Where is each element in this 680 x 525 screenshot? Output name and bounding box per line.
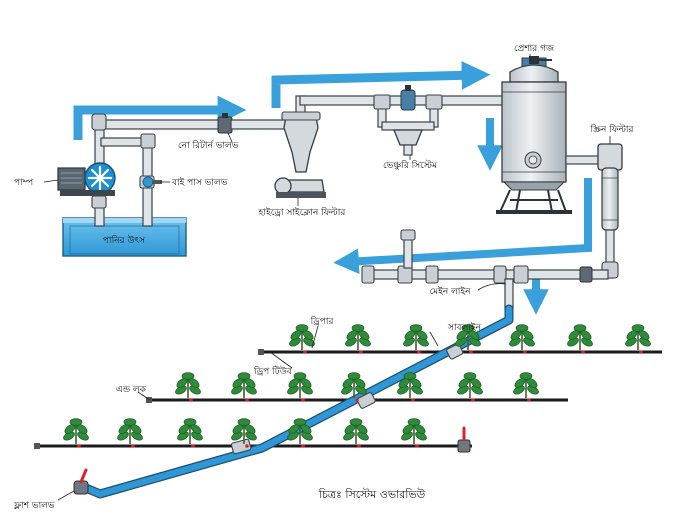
dripper-icon: [301, 444, 305, 448]
non-return-valve: [217, 113, 233, 134]
bypass-valve-label: বাই পাস ভালভ: [171, 177, 228, 188]
plant-icon: [231, 372, 257, 402]
flush-valve-label: ফ্লাশ ভালভ: [13, 501, 55, 511]
venturi-system-label: ভেঞ্চুরি সিস্টেম: [383, 159, 438, 171]
diagram-caption: চিত্রঃ সিস্টেম ওভারভিউ: [318, 488, 426, 501]
flow-arrow-icon: [333, 178, 592, 275]
plant-icon: [177, 418, 203, 448]
dripper-icon: [191, 444, 195, 448]
plant-icon: [567, 324, 593, 354]
plants: [63, 324, 651, 448]
plant-icon: [63, 418, 89, 448]
pipes-tank-to-screen: [565, 155, 603, 165]
plant-icon: [457, 372, 483, 402]
plant-icon: [455, 324, 481, 354]
dripper-icon: [355, 398, 359, 402]
dripper-icon: [471, 398, 475, 402]
plant-icon: [401, 418, 427, 448]
plant-icon: [625, 324, 651, 354]
valve-icon: [79, 468, 88, 484]
bypass-valve: [142, 176, 162, 188]
filter-tank: [496, 57, 572, 214]
dripper-icon: [303, 350, 307, 354]
main-line-label: মেইন লাইন: [430, 286, 472, 297]
water-source-label: পানির উৎস: [103, 234, 146, 246]
dripper-label: ড্রিপার: [310, 316, 335, 327]
dripper-icon: [245, 444, 249, 448]
plant-icon: [403, 324, 429, 354]
hydrocyclone-filter: [274, 111, 326, 198]
dripper-icon: [357, 444, 361, 448]
plant-icon: [513, 372, 539, 402]
pressure-gauge-label: প্রেশার গজ: [514, 44, 555, 54]
dripper-icon: [189, 398, 193, 402]
flow-arrows: [73, 60, 592, 315]
pump-label: পাম্প: [14, 178, 34, 188]
dripper-icon: [359, 350, 363, 354]
plant-icon: [287, 372, 313, 402]
dripper-icon: [77, 444, 81, 448]
dripper-icon: [301, 398, 305, 402]
leader-lines: [43, 54, 611, 501]
dripper-icon: [245, 398, 249, 402]
end-lock: [146, 397, 152, 403]
flush-valve: [73, 468, 89, 495]
dripper-icon: [411, 398, 415, 402]
screen-filter: [597, 143, 623, 279]
drip-tube-label: ড্রিপ টিউব: [253, 365, 293, 377]
plant-icon: [343, 418, 369, 448]
sub-line-label: সাবলাইন: [447, 322, 482, 333]
plant-icon: [509, 324, 535, 354]
screen-filter-label: স্ক্রিন ফিল্টার: [590, 123, 635, 135]
plant-icon: [341, 372, 367, 402]
end-valve: [457, 426, 471, 453]
plant-icon: [231, 418, 257, 448]
plant-icon: [397, 372, 423, 402]
dripper-icon: [581, 350, 585, 354]
plant-icon: [287, 418, 313, 448]
pump-icon: [57, 162, 116, 196]
dripper-icon: [415, 444, 419, 448]
flow-arrow-icon: [73, 95, 247, 140]
dripper-icon: [523, 350, 527, 354]
main-header-pipe: [361, 229, 609, 310]
plant-icon: [345, 324, 371, 354]
main-line: [81, 304, 514, 499]
hydrocyclone-filter-label: হাইড্রো সাইক্লোন ফিল্টার: [258, 206, 347, 218]
dripper-icon: [417, 350, 421, 354]
water-source-tank: [62, 217, 187, 257]
dripper-icon: [131, 444, 135, 448]
venturi-system: [373, 85, 443, 156]
end-lock-label: এন্ড লক: [116, 385, 147, 395]
flow-arrow-icon: [271, 60, 491, 108]
plant-icon: [289, 324, 315, 354]
plant-icon: [117, 418, 143, 448]
dripper-icon: [469, 350, 473, 354]
plant-icon: [175, 372, 201, 402]
dripper-icon: [639, 350, 643, 354]
pressure-gauge: [529, 56, 552, 64]
non-return-valve-label: নো রিটার্ন ভালভ: [178, 139, 239, 151]
dripper-icon: [527, 398, 531, 402]
